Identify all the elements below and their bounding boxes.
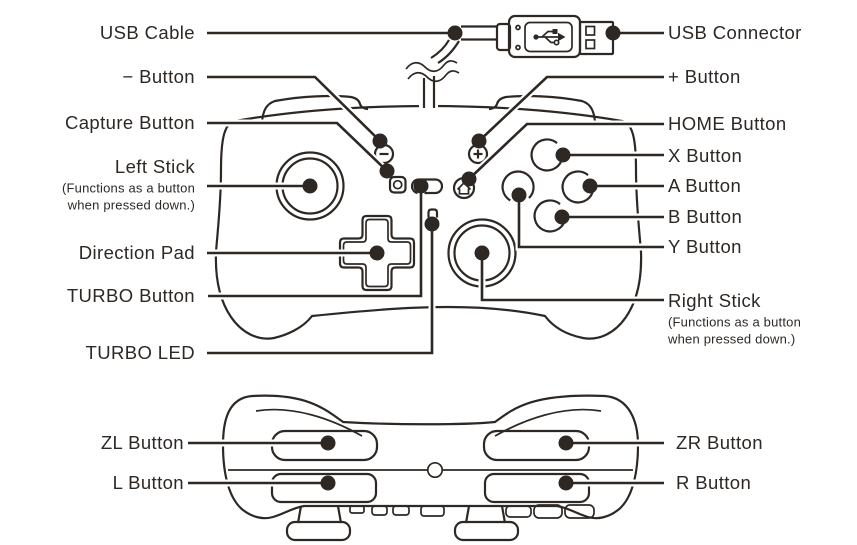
label-x-button: X Button bbox=[668, 144, 743, 166]
label-left-stick-caption-2: when pressed down.) bbox=[67, 197, 195, 213]
label-b-button: B Button bbox=[668, 205, 743, 227]
label-zr-button: ZR Button bbox=[676, 431, 763, 453]
callout-plus bbox=[476, 73, 664, 144]
label-direction-pad: Direction Pad bbox=[78, 241, 195, 263]
front-view-art bbox=[214, 14, 643, 340]
label-right-stick-caption-1: (Functions as a button bbox=[668, 314, 802, 330]
callout-y bbox=[515, 195, 664, 251]
callout-right-stick bbox=[478, 253, 664, 304]
label-left-stick: Left Stick bbox=[114, 155, 195, 177]
top-view-art bbox=[221, 394, 640, 542]
label-minus-button: − Button bbox=[122, 65, 195, 87]
label-usb-connector: USB Connector bbox=[668, 21, 802, 43]
label-a-button: A Button bbox=[668, 174, 742, 196]
callout-capture bbox=[207, 119, 390, 174]
usb-trident-icon bbox=[533, 29, 566, 46]
label-usb-cable: USB Cable bbox=[99, 21, 195, 43]
label-right-stick: Right Stick bbox=[668, 289, 761, 311]
label-home-button: HOME Button bbox=[668, 112, 787, 134]
cable-break-squiggle bbox=[405, 60, 458, 73]
label-zl-button: ZL Button bbox=[100, 431, 184, 453]
center-port-hole bbox=[426, 461, 444, 479]
usb-connector-art bbox=[495, 14, 615, 59]
usb-cable-art bbox=[405, 25, 497, 108]
label-capture-button: Capture Button bbox=[64, 111, 195, 133]
r-button-art bbox=[483, 472, 591, 504]
label-left-stick-caption-1: (Functions as a button bbox=[61, 180, 195, 196]
capture-button-art bbox=[388, 175, 407, 194]
b-button-art bbox=[533, 199, 566, 233]
label-right-stick-caption-2: when pressed down.) bbox=[668, 331, 796, 347]
callout-turbo-button bbox=[208, 186, 425, 300]
zr-shoulder-bump bbox=[488, 94, 597, 123]
turbo-button-art bbox=[410, 178, 444, 195]
label-turbo-button: TURBO Button bbox=[66, 284, 195, 306]
callout-turbo-led bbox=[207, 224, 436, 357]
direction-pad-art bbox=[338, 214, 416, 292]
face-buttons-art bbox=[501, 138, 594, 233]
l-button-art bbox=[270, 472, 378, 504]
callout-minus bbox=[207, 73, 383, 144]
zl-shoulder-bump bbox=[260, 94, 369, 123]
x-button-art bbox=[530, 138, 563, 172]
label-r-button: R Button bbox=[676, 471, 752, 493]
callout-lines bbox=[188, 29, 664, 487]
label-l-button: L Button bbox=[112, 471, 184, 493]
top-view-outline bbox=[221, 394, 640, 520]
a-button-art bbox=[561, 170, 594, 204]
label-plus-button: + Button bbox=[668, 65, 741, 87]
cable-entry-mask bbox=[419, 100, 438, 109]
edge-button-tabs bbox=[349, 504, 595, 519]
usb-symbol-panel bbox=[524, 21, 573, 53]
turbo-led-art bbox=[427, 208, 439, 218]
y-button-art bbox=[501, 170, 535, 202]
controller-body-outline bbox=[214, 104, 643, 340]
label-y-button: Y Button bbox=[668, 235, 742, 257]
label-turbo-led: TURBO LED bbox=[85, 341, 195, 363]
callout-dots bbox=[302, 25, 621, 491]
callout-home bbox=[466, 120, 664, 182]
stick-tops-edge-view bbox=[285, 505, 520, 542]
